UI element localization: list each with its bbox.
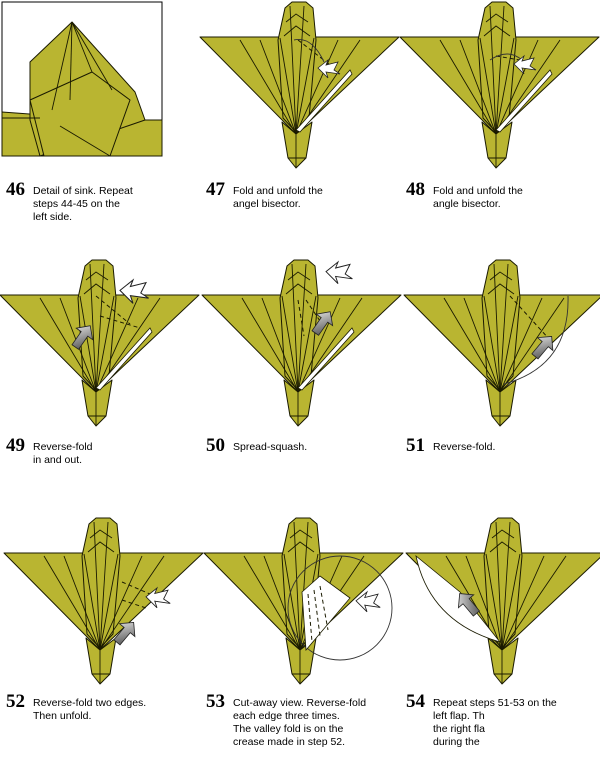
step-52-diagram	[3, 517, 204, 685]
step-52: 52 Reverse-fold two edges. Then unfold.	[0, 512, 204, 768]
step-number: 47	[206, 179, 225, 200]
step-46: 46 Detail of sink. Repeat steps 44-45 on…	[0, 0, 200, 256]
step-number: 53	[206, 691, 225, 712]
step-instruction: Reverse-fold in and out.	[33, 441, 93, 466]
step-49: 49 Reverse-fold in and out.	[0, 256, 200, 512]
step-instruction: Spread-squash.	[233, 441, 308, 453]
step-number: 51	[406, 435, 425, 456]
step-instruction: Cut-away view. Reverse-fold each edge th…	[233, 697, 367, 748]
step-number: 49	[6, 435, 25, 456]
step-54: 54 Repeat steps 51-53 on the left flap. …	[400, 512, 600, 768]
step-51-diagram	[403, 259, 600, 427]
step-48: 48 Fold and unfold the angle bisector.	[399, 0, 600, 256]
step-51: 51 Reverse-fold.	[400, 256, 600, 512]
step-instruction: Repeat steps 51-53 on the left flap. Th …	[433, 697, 557, 748]
step-number: 46	[6, 179, 25, 200]
step-instruction: Reverse-fold two edges. Then unfold.	[33, 697, 147, 722]
step-number: 48	[406, 179, 425, 200]
step-50: 50 Spread-squash.	[200, 256, 402, 512]
step-instruction: Fold and unfold the angle bisector.	[433, 185, 523, 210]
step-number: 54	[406, 691, 425, 712]
step-53: 53 Cut-away view. Reverse-fold each edge…	[200, 512, 404, 768]
step-number: 52	[6, 691, 25, 712]
step-47: 47 Fold and unfold the angel bisector.	[199, 0, 400, 256]
step-number: 50	[206, 435, 225, 456]
step-46-diagram	[1, 1, 163, 157]
step-48-diagram	[399, 1, 600, 169]
step-instruction: Fold and unfold the angel bisector.	[233, 185, 323, 210]
step-54-diagram	[405, 517, 600, 685]
step-53-diagram	[203, 517, 404, 685]
step-instruction: Reverse-fold.	[433, 441, 496, 453]
step-50-diagram	[201, 259, 402, 427]
step-instruction: Detail of sink. Repeat steps 44-45 on th…	[33, 185, 133, 223]
step-47-diagram	[199, 1, 400, 169]
step-49-diagram	[0, 259, 200, 427]
